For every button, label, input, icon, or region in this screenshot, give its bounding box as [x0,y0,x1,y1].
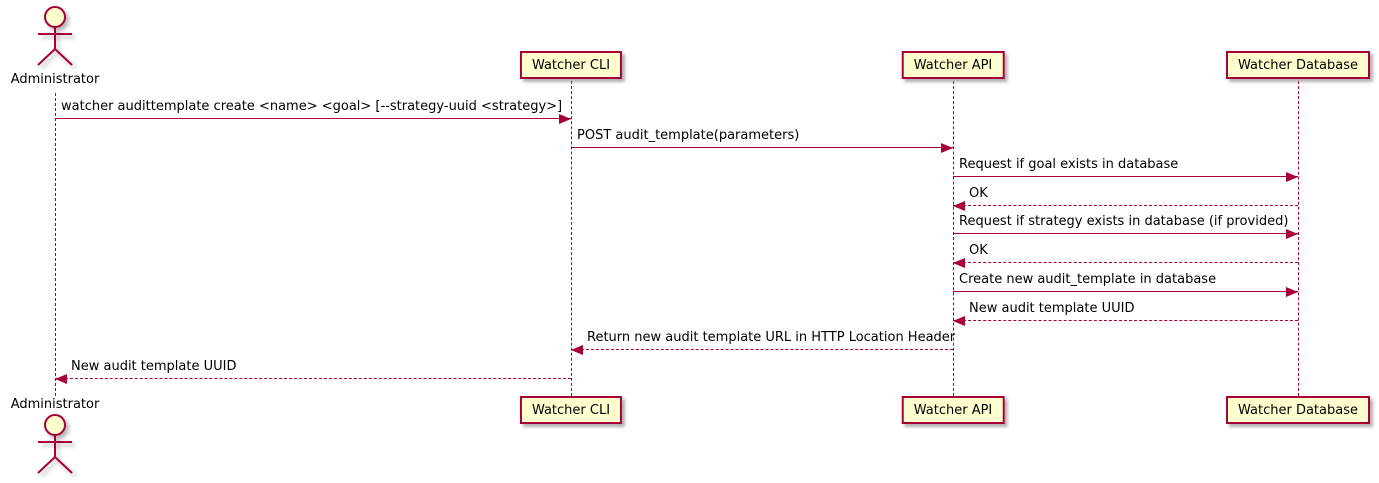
message-arrowhead-9 [55,374,67,384]
participant-box-top-cli: Watcher CLI [519,51,623,79]
message-line-8 [571,349,953,350]
message-line-1 [571,147,953,148]
message-arrowhead-5 [953,258,965,268]
message-line-2 [953,176,1298,177]
participant-box-top-db: Watcher Database [1226,51,1370,79]
message-line-9 [55,378,571,379]
actor-icon [37,414,73,474]
message-label-7: New audit template UUID [969,301,1135,316]
message-label-8: Return new audit template URL in HTTP Lo… [587,330,956,345]
message-line-7 [953,320,1298,321]
message-label-0: watcher audittemplate create <name> <goa… [61,99,563,114]
message-arrowhead-1 [941,143,953,153]
message-label-6: Create new audit_template in database [959,272,1217,287]
lifeline-api [953,81,954,396]
message-arrowhead-8 [571,345,583,355]
lifeline-cli [571,81,572,396]
message-arrowhead-4 [1286,229,1298,239]
message-label-5: OK [969,243,988,258]
message-arrowhead-7 [953,316,965,326]
message-arrowhead-3 [953,201,965,211]
message-line-5 [953,262,1298,263]
participant-box-bottom-api: Watcher API [901,396,1005,424]
message-label-4: Request if strategy exists in database (… [959,214,1289,229]
message-line-6 [953,291,1298,292]
message-arrowhead-2 [1286,172,1298,182]
actor-figure-bottom-admin [24,412,86,480]
participant-box-top-api: Watcher API [901,51,1005,79]
message-label-2: Request if goal exists in database [959,157,1179,172]
message-label-9: New audit template UUID [71,359,237,374]
lifeline-db [1298,81,1299,396]
actor-figure-top-admin [24,4,86,72]
message-label-1: POST audit_template(parameters) [577,128,800,143]
actor-icon [37,6,73,66]
message-arrowhead-0 [559,114,571,124]
message-line-3 [953,205,1298,206]
message-label-3: OK [969,186,988,201]
actor-label-bottom-admin: Administrator [10,397,100,412]
actor-label-top-admin: Administrator [10,72,100,87]
participant-box-bottom-db: Watcher Database [1226,396,1370,424]
participant-box-bottom-cli: Watcher CLI [519,396,623,424]
message-line-4 [953,233,1298,234]
message-line-0 [55,118,571,119]
lifeline-admin [55,93,56,396]
message-arrowhead-6 [1286,287,1298,297]
